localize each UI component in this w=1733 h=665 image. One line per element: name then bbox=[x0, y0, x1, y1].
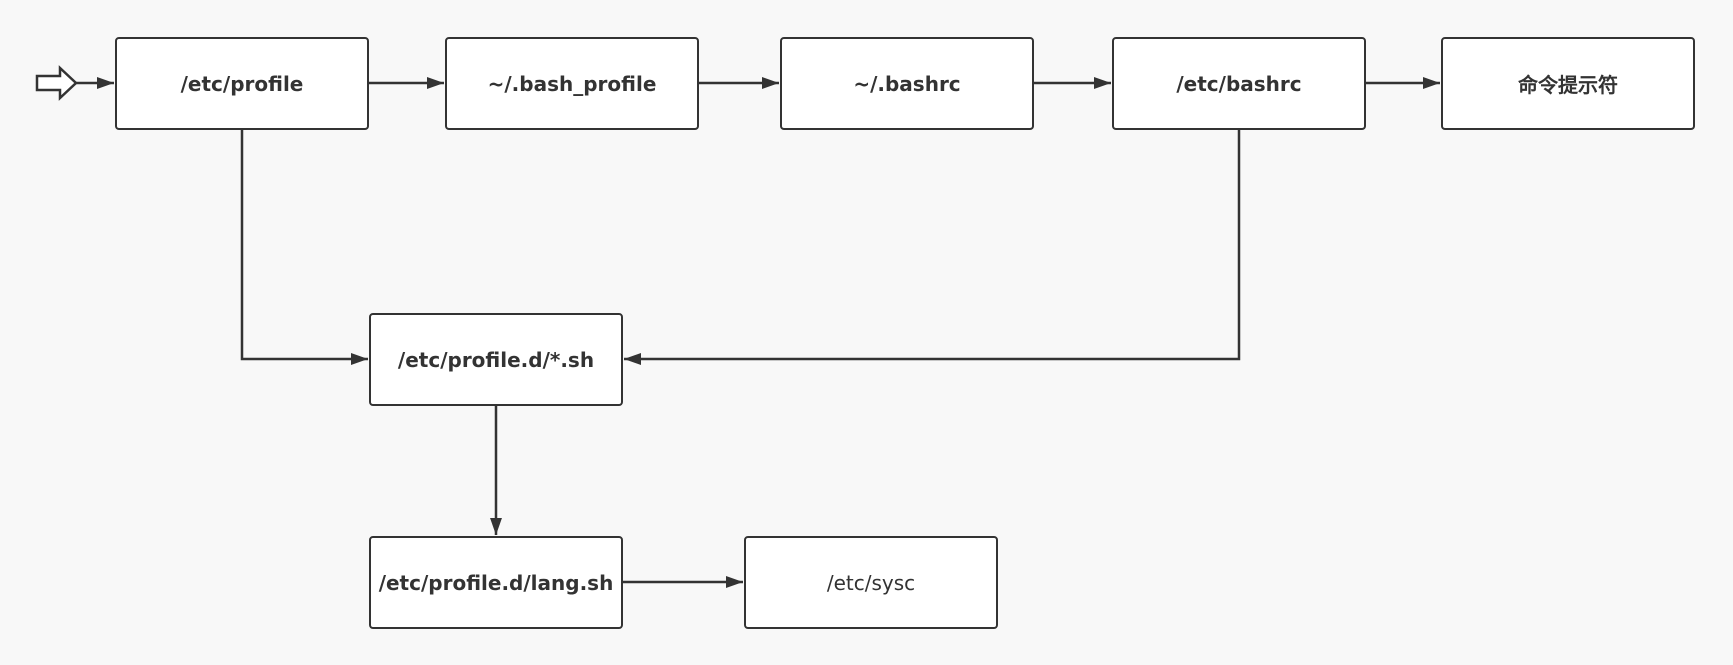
node-etc-profile: /etc/profile bbox=[115, 37, 369, 130]
node-label: ~/.bashrc bbox=[853, 71, 961, 96]
node-profile-d-sh: /etc/profile.d/*.sh bbox=[369, 313, 623, 406]
edge-etc-bashrc-to-profile-d-sh bbox=[624, 130, 1241, 365]
node-etc-bashrc: /etc/bashrc bbox=[1112, 37, 1366, 130]
node-command-prompt: 命令提示符 bbox=[1441, 37, 1695, 130]
node-label: /etc/bashrc bbox=[1176, 71, 1302, 96]
node-bash-profile: ~/.bash_profile bbox=[445, 37, 699, 130]
node-label: /etc/profile.d/*.sh bbox=[397, 347, 595, 372]
node-lang-sh: /etc/profile.d/lang.sh bbox=[369, 536, 623, 629]
node-label: /etc/profile.d/lang.sh bbox=[378, 570, 614, 595]
node-label: ~/.bash_profile bbox=[487, 71, 657, 96]
node-label: 命令提示符 bbox=[1518, 73, 1618, 97]
node-label: /etc/sysc bbox=[826, 570, 916, 595]
node-label: /etc/profile bbox=[180, 71, 304, 96]
start-arrow-icon bbox=[35, 65, 78, 101]
node-etc-sysc: /etc/sysc bbox=[744, 536, 998, 629]
edge-etc-profile-to-profile-d-sh bbox=[240, 130, 368, 365]
node-bashrc-home: ~/.bashrc bbox=[780, 37, 1034, 130]
